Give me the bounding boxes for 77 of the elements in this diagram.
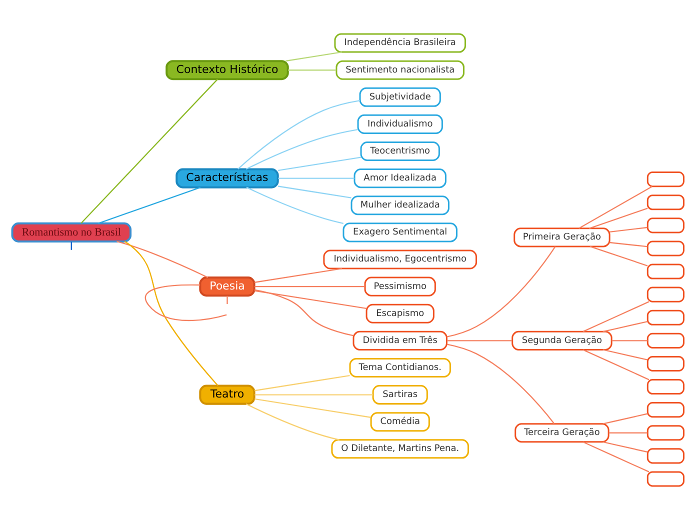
connector	[254, 289, 354, 336]
node-box: Romantismo no Brasil	[11, 222, 132, 242]
connector	[288, 69, 336, 71]
connector	[446, 246, 556, 338]
node-box: Mulher idealizada	[350, 196, 450, 216]
node-box: Amor Idealizada	[354, 168, 446, 188]
connector	[602, 413, 648, 424]
node-box: Subjetividade	[359, 87, 441, 107]
connector	[602, 441, 648, 453]
node-box: Independência Brasileira	[334, 33, 466, 53]
connector	[612, 340, 648, 342]
node-box	[646, 172, 684, 188]
node-box: Sartiras	[372, 385, 428, 405]
connector	[80, 78, 218, 224]
connector	[578, 186, 652, 229]
node-box	[646, 264, 684, 280]
node-box: Sentimento nacionalista	[336, 60, 464, 80]
connector	[124, 240, 218, 386]
connector	[144, 284, 227, 322]
node-box: Teocentrismo	[360, 142, 440, 162]
connector	[226, 296, 228, 304]
connector	[246, 129, 358, 170]
node-box	[646, 379, 684, 395]
node-box: O Diletante, Martins Pena.	[331, 439, 470, 459]
node-box: Primeira Geração	[514, 228, 610, 248]
node-box	[646, 218, 684, 234]
connector	[254, 394, 374, 396]
node-box: Contexto Histórico	[166, 60, 289, 80]
connector	[602, 349, 648, 360]
connector	[254, 398, 371, 418]
node-box	[646, 471, 684, 487]
node-box: Segunda Geração	[512, 330, 612, 350]
node-box: Comédia	[370, 412, 430, 432]
connector	[286, 52, 342, 62]
node-box: Pessimismo	[364, 276, 436, 296]
connector	[446, 340, 512, 342]
node-box	[646, 356, 684, 372]
connector	[254, 374, 350, 392]
node-box: Dividida em Três	[352, 330, 448, 350]
node-box: Características	[176, 168, 279, 188]
node-box	[646, 402, 684, 418]
connector	[278, 178, 354, 179]
connector	[254, 268, 342, 283]
connector	[254, 290, 366, 310]
node-box: Exagero Sentimental	[342, 222, 458, 242]
node-box: Teatro	[199, 384, 256, 405]
node-box: Individualismo, Egocentrismo	[323, 250, 478, 270]
connector	[582, 301, 650, 332]
connector	[590, 246, 648, 266]
connector	[254, 286, 365, 288]
connector	[446, 344, 555, 424]
node-box	[646, 310, 684, 326]
connector	[278, 156, 361, 172]
node-box: Escapismo	[366, 304, 434, 324]
connector	[610, 226, 648, 233]
connector	[608, 432, 648, 434]
connector	[602, 320, 648, 332]
connector	[610, 242, 648, 248]
node-box	[646, 240, 684, 256]
node-box	[646, 332, 684, 348]
node-box: Poesia	[199, 276, 256, 297]
connector	[246, 186, 344, 224]
connector	[238, 100, 360, 170]
connector	[98, 186, 201, 224]
connector	[582, 441, 650, 472]
connector	[116, 240, 208, 278]
connector	[246, 403, 340, 440]
node-box	[646, 286, 684, 302]
node-box	[646, 425, 684, 441]
node-box: Individualismo	[357, 114, 443, 134]
connector	[278, 186, 352, 198]
connector	[582, 349, 650, 380]
node-box	[646, 194, 684, 210]
node-box: Terceira Geração	[514, 423, 610, 443]
connector	[588, 208, 648, 229]
node-box	[646, 448, 684, 464]
node-box: Tema Contidianos.	[349, 358, 451, 378]
